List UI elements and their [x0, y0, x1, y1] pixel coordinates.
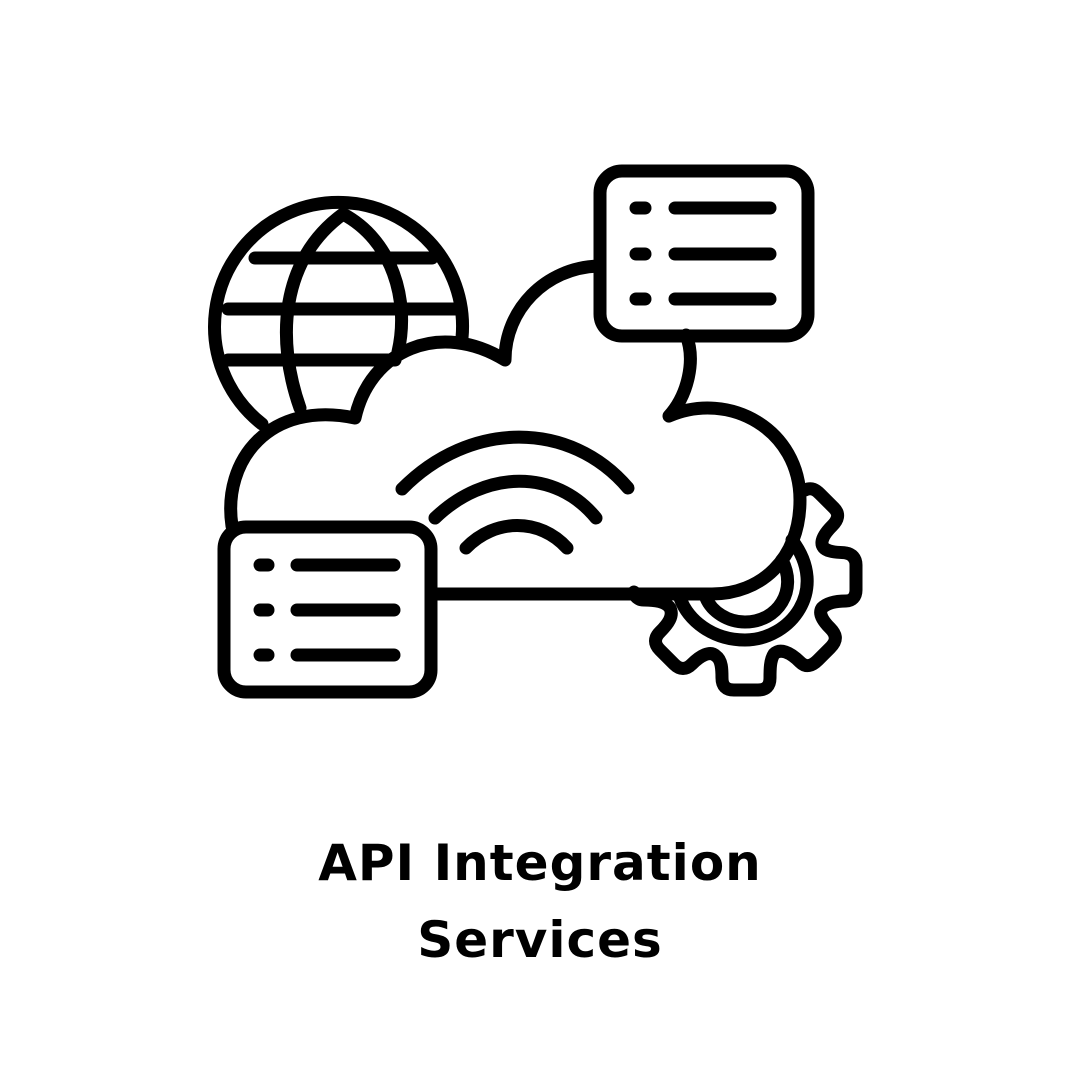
- globe-icon: [208, 196, 470, 431]
- document-list-icon-bottom: [217, 520, 438, 699]
- gear-icon: [627, 482, 863, 697]
- page-title: API Integration: [318, 834, 762, 892]
- page-subtitle: Services: [417, 911, 663, 969]
- wifi-signal-icon: [395, 430, 635, 555]
- api-integration-illustration: [208, 164, 863, 699]
- cloud-icon: [224, 259, 807, 601]
- document-list-icon-top: [593, 164, 815, 343]
